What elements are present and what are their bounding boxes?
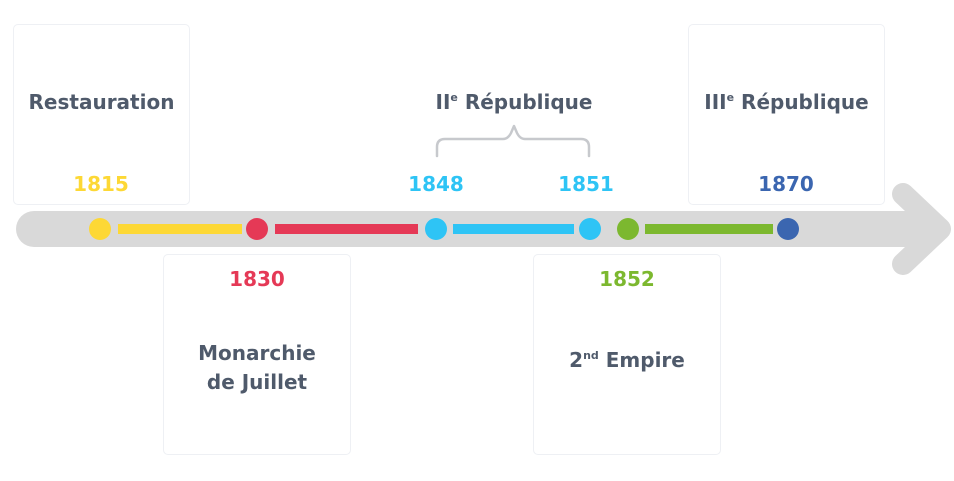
label-republique2-prefix: II: [435, 90, 451, 114]
label-republique3-sup: e: [726, 91, 735, 104]
card-troisieme-republique: [688, 24, 885, 205]
year-1851: 1851: [558, 172, 614, 196]
label-empire2-suffix: Empire: [598, 348, 685, 372]
dot-1852: [617, 218, 639, 240]
card-monarchie-juillet: [163, 254, 351, 455]
label-restauration: Restauration: [28, 90, 175, 114]
year-1852: 1852: [599, 267, 655, 291]
label-republique2: IIe République: [412, 90, 616, 114]
year-1848: 1848: [408, 172, 464, 196]
label-monarchie-line1: Monarchie: [198, 341, 316, 365]
dot-1815: [89, 218, 111, 240]
label-monarchie-line2: de Juillet: [206, 370, 308, 394]
year-1830: 1830: [229, 267, 285, 291]
label-republique2-sup: e: [450, 91, 458, 104]
year-1815: 1815: [73, 172, 129, 196]
label-republique3: IIIe République: [688, 90, 885, 114]
card-restauration: [13, 24, 190, 205]
year-1870: 1870: [758, 172, 814, 196]
timeline-arrow-head: [892, 183, 951, 275]
label-republique3-prefix: III: [704, 90, 727, 114]
dot-1830: [246, 218, 268, 240]
dot-1851: [579, 218, 601, 240]
dot-1870: [777, 218, 799, 240]
card-second-empire: [533, 254, 721, 455]
label-empire2-prefix: 2: [569, 348, 584, 372]
label-republique3-suffix: République: [734, 90, 869, 114]
republique2-bracket: [435, 124, 591, 158]
label-second-empire: 2nd Empire: [533, 348, 721, 372]
dot-1848: [425, 218, 447, 240]
label-republique2-suffix: République: [457, 90, 593, 114]
label-empire2-sup: nd: [583, 349, 599, 362]
